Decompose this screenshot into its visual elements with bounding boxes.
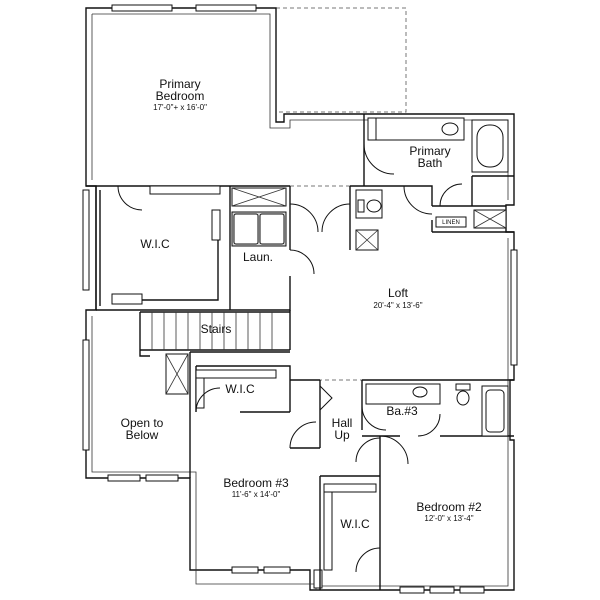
laundry-label: Laun. (243, 250, 273, 264)
wic-primary-label: W.I.C (140, 237, 170, 251)
primary-bedroom-label-line1: Primary (159, 77, 200, 91)
room-labels: Primary Bedroom 17'-0"+ x 16'-0" Primary… (121, 77, 482, 531)
wic-bed3-label: W.I.C (225, 382, 255, 396)
doors (117, 143, 463, 573)
hall-label-line1: Hall (332, 416, 353, 430)
exterior-walls (85, 7, 515, 591)
windows (82, 4, 518, 594)
open-below-label-line1: Open to (121, 416, 164, 430)
hall-label-line2: Up (334, 428, 350, 442)
optional-extension-outline (276, 7, 407, 113)
loft-dims: 20'-4" x 13'-6" (373, 301, 422, 310)
interior-walls (86, 114, 514, 590)
fixtures (139, 117, 509, 571)
stairs-label: Stairs (201, 322, 232, 336)
bedroom3-dims: 11'-6" x 14'-0" (232, 490, 281, 499)
bedroom2-label: Bedroom #2 (416, 500, 482, 514)
primary-bedroom-label-line2: Bedroom (156, 89, 205, 103)
wic-bed2-label: W.I.C (340, 517, 370, 531)
primary-bath-label-line2: Bath (418, 156, 443, 170)
bedroom2-dims: 12'-0" x 13'-4" (424, 514, 473, 523)
primary-bath-label-line1: Primary (409, 144, 450, 158)
bath3-label: Ba.#3 (386, 404, 418, 418)
stair-treads (139, 311, 290, 357)
open-below-label-line2: Below (126, 428, 159, 442)
linen-label: LINEN (442, 220, 460, 226)
loft-label: Loft (388, 286, 409, 300)
bedroom3-label: Bedroom #3 (223, 476, 289, 490)
primary-bedroom-dims: 17'-0"+ x 16'-0" (153, 103, 207, 112)
